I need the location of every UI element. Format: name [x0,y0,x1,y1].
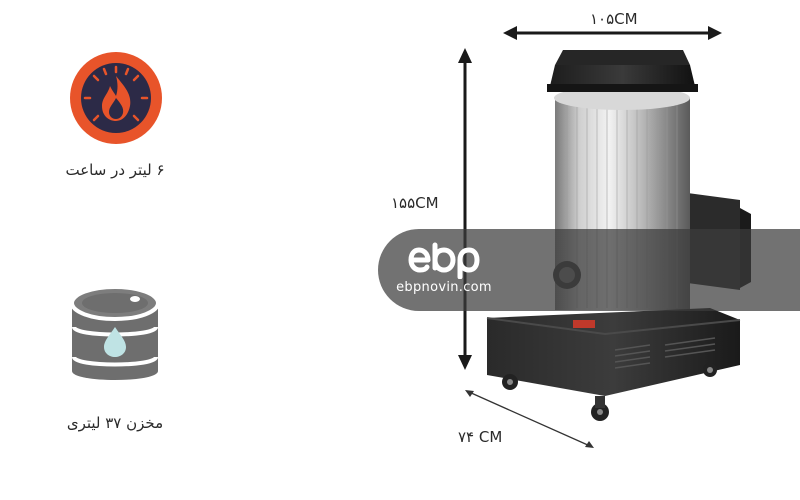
tank-capacity-label: مخزن ۳۷ لیتری [66,414,164,432]
depth-dimension-label: ۷۴ CM [458,428,503,446]
fuel-consumption-label: ۶ لیتر در ساعت [65,161,165,179]
watermark-domain: ebpnovin.com [396,280,492,295]
height-dimension-label: ۱۵۵CM [391,194,439,212]
width-dimension-label: ۱۰۵CM [590,10,638,28]
flame-gauge-icon [70,52,162,144]
ebp-logo [408,242,480,279]
oil-barrel-icon [70,285,160,380]
